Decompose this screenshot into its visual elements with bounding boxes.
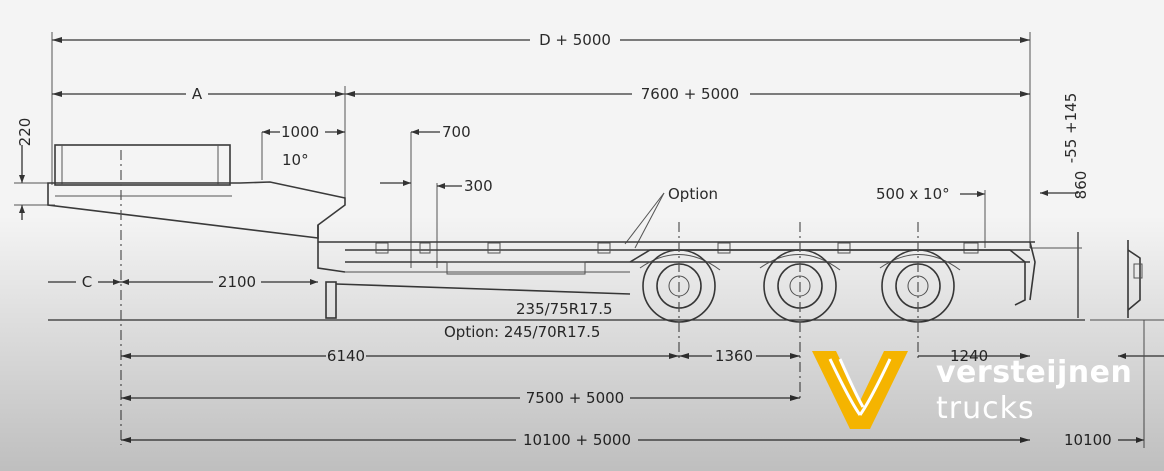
dim-6140-label: 6140 — [327, 347, 365, 365]
option-leader: Option — [624, 185, 718, 249]
versteijnen-logo: versteijnen trucks — [808, 345, 1148, 435]
tyre-option-label: Option: 245/70R17.5 — [444, 323, 600, 341]
dim-angle-label: 10° — [282, 151, 309, 169]
dim-neck-label: 1000 — [281, 123, 319, 141]
trailer-body — [47, 144, 1036, 319]
dim-deck-height-label: 860 — [1072, 171, 1090, 200]
option-label: Option — [668, 185, 718, 203]
dim-c-label: C — [82, 273, 92, 291]
dim-ramp: 500 x 10° — [876, 185, 986, 248]
dim-1240: 1240 — [918, 347, 1030, 365]
dim-7500: 7500 + 5000 — [121, 389, 800, 407]
dim-deck-height: 860 -55 +145 — [1030, 93, 1090, 318]
brand-name-line1: versteijnen — [936, 355, 1133, 390]
dim-neck: 1000 10° — [261, 123, 345, 180]
dim-300: 300 — [436, 177, 493, 268]
dim-2100-label: 2100 — [218, 273, 256, 291]
dim-2100: 2100 — [121, 273, 318, 291]
dim-700: 700 — [380, 123, 471, 268]
dim-gooseneck-height-label: 220 — [16, 118, 34, 147]
dim-overall-top: D + 5000 — [51, 31, 1031, 248]
dim-c: C — [48, 273, 121, 291]
v-logo-icon — [812, 351, 908, 429]
dim-1360: 1360 — [679, 347, 800, 365]
dim-deck-length: 7600 + 5000 — [344, 85, 1030, 200]
rear-view: 10100 — [1064, 240, 1164, 449]
dim-deck-tol-label: -55 +145 — [1062, 93, 1080, 163]
dim-overall-top-label: D + 5000 — [539, 31, 611, 49]
dim-10100: 10100 + 5000 — [121, 431, 1030, 449]
dim-10100-side-label: 10100 — [1064, 431, 1112, 449]
dim-7500-label: 7500 + 5000 — [526, 389, 624, 407]
dim-deck-length-label: 7600 + 5000 — [641, 85, 739, 103]
tyre-label: 235/75R17.5 — [516, 300, 613, 318]
dim-10100-label: 10100 + 5000 — [523, 431, 631, 449]
dim-a: A — [52, 85, 345, 103]
dim-700-label: 700 — [442, 123, 471, 141]
dim-1240-label: 1240 — [950, 347, 988, 365]
dim-ramp-label: 500 x 10° — [876, 185, 950, 203]
dim-a-label: A — [192, 85, 203, 103]
dim-1360-label: 1360 — [715, 347, 753, 365]
brand-name-line2: trucks — [936, 391, 1035, 426]
dim-6140: 6140 — [121, 347, 679, 365]
dim-gooseneck-height: 220 — [14, 118, 55, 220]
dim-300-label: 300 — [464, 177, 493, 195]
